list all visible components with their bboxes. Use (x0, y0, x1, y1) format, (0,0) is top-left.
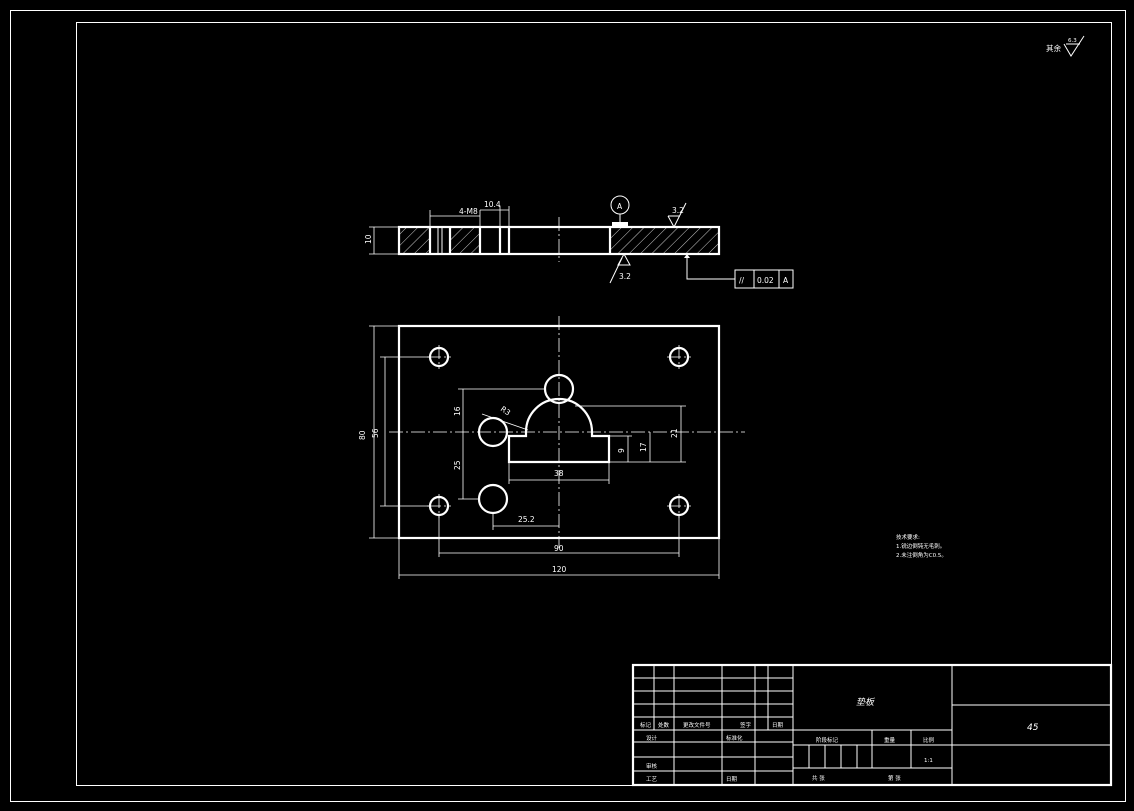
standardize-label: 标准化 (726, 734, 743, 742)
row-label-date: 日期 (772, 722, 784, 729)
thickness-dim: 10 (364, 234, 373, 244)
material: 45 (1027, 723, 1039, 733)
section-view: 10 4-M8 10.4 A 3.2 3.2 // 0.02 A (364, 195, 794, 289)
height-outer-dim: 80 (358, 430, 367, 440)
width-outer-dim: 120 (552, 565, 567, 574)
designer-label: 设计 (646, 734, 658, 742)
dim-9: 9 (617, 448, 626, 453)
sheet-total: 共 张 (812, 774, 825, 782)
tech-req-title: 技术要求: (896, 533, 920, 541)
tolerance-symbol: // (739, 276, 745, 285)
scale-label: 比例 (923, 736, 935, 744)
slot-width-dim: 38 (554, 469, 564, 478)
tolerance-value: 0.02 (757, 276, 774, 285)
width-inner-dim: 90 (554, 544, 564, 553)
inner-border (76, 22, 1112, 786)
row-label-sign: 签字 (740, 721, 752, 729)
height-inner-dim: 56 (371, 428, 380, 438)
scale-value: 1:1 (924, 758, 933, 764)
stage-label: 阶段标记 (816, 736, 839, 744)
dim-25: 25 (453, 460, 462, 470)
row-label-mark: 标记 (640, 721, 652, 729)
bottom-hole (477, 483, 509, 515)
dim-17: 17 (639, 442, 648, 452)
technical-requirements: 技术要求: 1.锐边倒钝无毛刺。 2.未注倒角为C0.5。 (896, 533, 947, 559)
hole-offset-dim: 10.4 (484, 200, 501, 209)
tolerance-frame (734, 269, 794, 289)
sheet-no: 第 张 (888, 774, 901, 782)
keyhole-slot (507, 397, 611, 464)
tech-req-item-2: 2.未注倒角为C0.5。 (896, 551, 947, 559)
thread-callout: 4-M8 (459, 207, 478, 216)
tech-req-item-1: 1.锐边倒钝无毛刺。 (896, 542, 945, 550)
process-label: 工艺 (646, 776, 658, 783)
roughness-bottom: 3.2 (619, 272, 631, 281)
dim-21: 21 (670, 428, 679, 438)
datum-label: A (617, 202, 623, 211)
plan-view: 80 56 16 25 R3 38 9 17 21 25.2 (358, 316, 745, 579)
surface-finish-value: 6.3 (1068, 38, 1077, 44)
date-label: 日期 (726, 776, 738, 783)
title-block: 标记 处数 更改文件号 签字 日期 设计 标准化 审核 工艺 日期 阶段标记 重… (631, 663, 1113, 787)
dim-16: 16 (453, 406, 462, 416)
surface-finish-note: 其余 6.3 (1046, 35, 1085, 57)
review-label: 审核 (646, 762, 658, 770)
row-label-change: 更改文件号 (683, 721, 711, 729)
outer-border (10, 10, 1126, 802)
dim-25-2: 25.2 (518, 515, 535, 524)
roughness-top: 3.2 (672, 206, 684, 215)
weight-label: 重量 (884, 736, 896, 744)
part-name: 垫板 (856, 697, 876, 708)
surface-finish-label: 其余 (1046, 43, 1062, 53)
tolerance-datum: A (783, 276, 789, 285)
radius-dim: R3 (499, 404, 513, 417)
row-label-count: 处数 (658, 721, 670, 729)
